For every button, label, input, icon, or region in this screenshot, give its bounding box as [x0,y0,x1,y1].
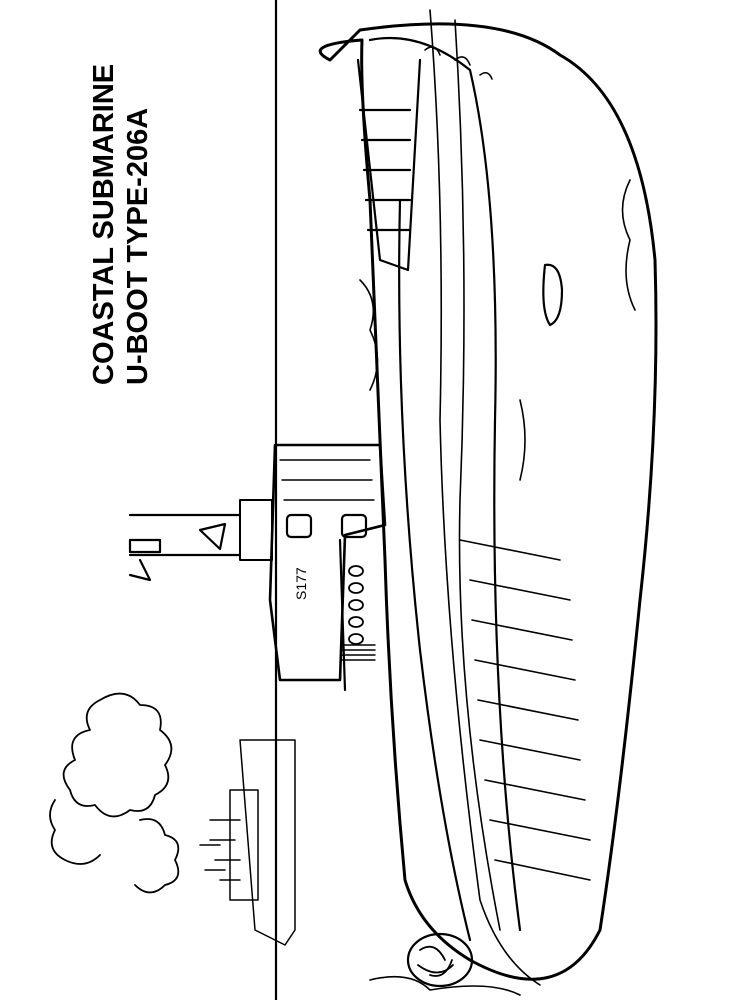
propeller [406,932,474,988]
hull-marking: S177 [293,567,309,600]
portholes [348,565,364,645]
submarine-hull [318,9,658,986]
water-ripples [359,179,636,996]
clouds [49,692,180,894]
sail-window-1 [285,513,313,539]
sail-window-2 [340,513,368,539]
hull-hatch [542,263,564,327]
conning-tower: S177 [128,443,387,692]
distant-warship [199,739,296,946]
